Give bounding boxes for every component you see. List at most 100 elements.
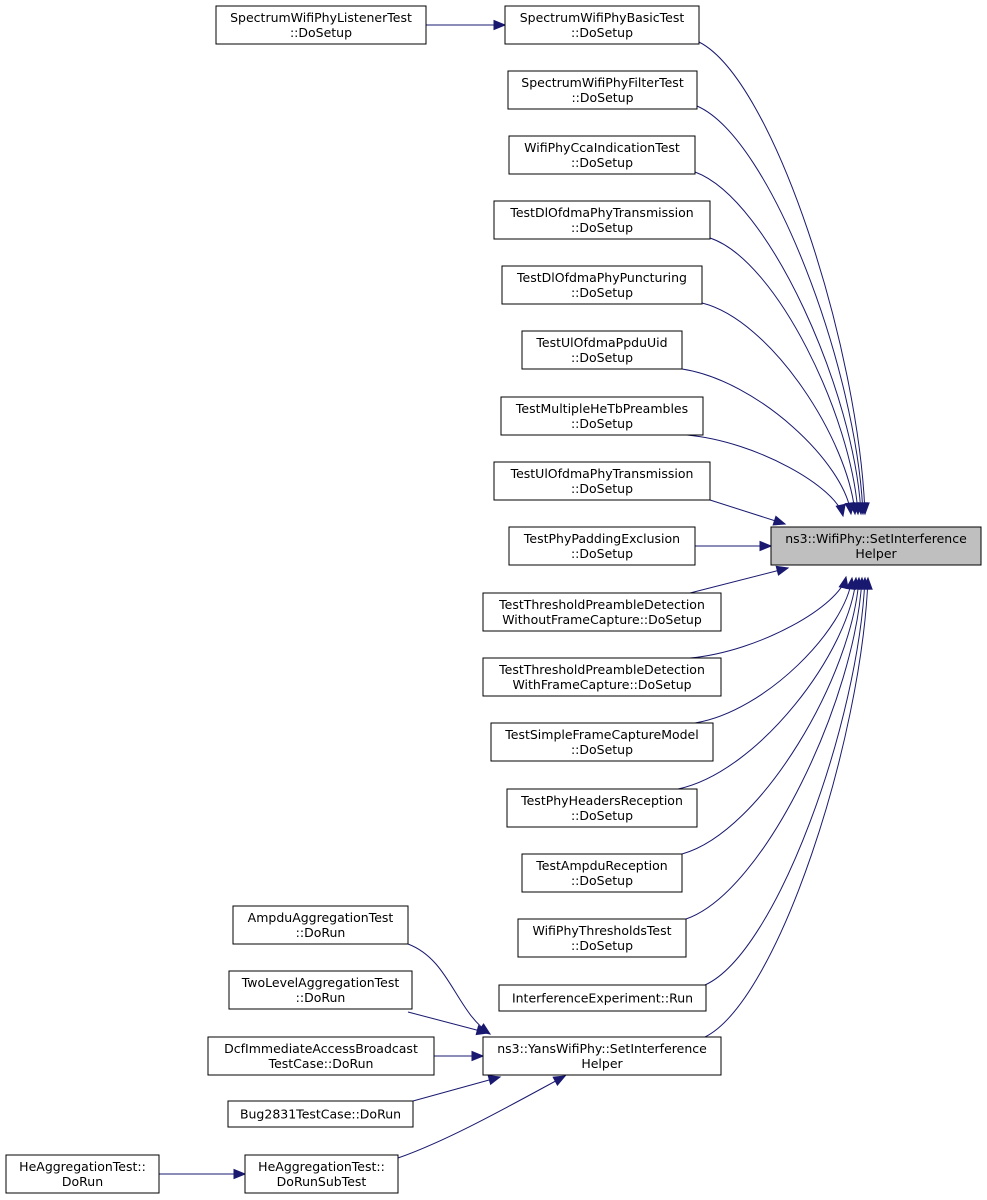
node-cca-label-line-1: ::DoSetup bbox=[571, 155, 633, 170]
edge-hesub-to-yans-line bbox=[397, 1075, 566, 1159]
node-heagg-box bbox=[5, 1154, 160, 1194]
node-dlpunc-label-line-0: TestDlOfdmaPhyPuncturing bbox=[516, 270, 687, 285]
node-threshw-label-line-0: TestThresholdPreambleDetection bbox=[498, 662, 705, 677]
node-basic-label-line-0: SpectrumWifiPhyBasicTest bbox=[520, 10, 685, 25]
node-listener[interactable]: SpectrumWifiPhyListenerTest::DoSetup bbox=[215, 5, 427, 45]
node-twolevel-label-line-0: TwoLevelAggregationTest bbox=[241, 975, 400, 990]
node-ulppdu-box bbox=[521, 330, 683, 370]
node-twolevel[interactable]: TwoLevelAggregationTest::DoRun bbox=[228, 970, 413, 1010]
node-hesub-label-line-0: HeAggregationTest:: bbox=[258, 1159, 385, 1174]
node-yans-label-line-0: ns3::YansWifiPhy::SetInterference bbox=[497, 1041, 707, 1056]
edge-heagg-to-hesub-arrowhead bbox=[233, 1168, 247, 1180]
node-yans-label-line-1: Helper bbox=[581, 1056, 623, 1071]
node-simplecap-box bbox=[490, 722, 714, 762]
node-filter-label-line-1: ::DoSetup bbox=[571, 90, 633, 105]
node-ampdu-box bbox=[521, 853, 683, 893]
node-hesub[interactable]: HeAggregationTest::DoRunSubTest bbox=[244, 1154, 399, 1194]
node-dltx-label-line-0: TestDlOfdmaPhyTransmission bbox=[509, 205, 693, 220]
node-dcf[interactable]: DcfImmediateAccessBroadcastTestCase::DoR… bbox=[207, 1036, 435, 1076]
edge-twolevel-to-yans-arrowhead bbox=[475, 1025, 490, 1036]
node-ultx-label-line-0: TestUlOfdmaPhyTransmission bbox=[510, 466, 694, 481]
edge-threshwo-to-target bbox=[689, 565, 790, 594]
node-basic-box bbox=[504, 5, 700, 45]
node-simplecap-label-line-1: ::DoSetup bbox=[571, 742, 633, 757]
node-yans-box bbox=[482, 1036, 722, 1076]
node-multihe-label-line-0: TestMultipleHeTbPreambles bbox=[515, 401, 688, 416]
edge-interf-to-target bbox=[704, 576, 870, 986]
node-ulppdu[interactable]: TestUlOfdmaPpduUid::DoSetup bbox=[521, 330, 683, 370]
node-ampdu[interactable]: TestAmpduReception::DoSetup bbox=[521, 853, 683, 893]
node-heagg-label-line-0: HeAggregationTest:: bbox=[19, 1159, 146, 1174]
node-multihe[interactable]: TestMultipleHeTbPreambles::DoSetup bbox=[500, 396, 704, 436]
edge-listener-to-basic bbox=[426, 19, 507, 31]
node-padding-box bbox=[508, 526, 696, 566]
edge-ulppdu-to-target-line bbox=[681, 368, 852, 515]
node-twolevel-label-line-1: ::DoRun bbox=[296, 990, 346, 1005]
edge-dltx-to-target bbox=[709, 237, 863, 516]
node-bug[interactable]: Bug2831TestCase::DoRun bbox=[227, 1100, 414, 1128]
edge-dcf-to-yans bbox=[434, 1050, 485, 1062]
edge-cca-to-target-line bbox=[694, 171, 862, 515]
node-heagg-label-line-1: DoRun bbox=[62, 1174, 103, 1189]
node-threshw-label-line-1: WithFrameCapture::DoSetup bbox=[512, 677, 691, 692]
node-ampduagg[interactable]: AmpduAggregationTest::DoRun bbox=[232, 905, 409, 945]
node-multihe-box bbox=[500, 396, 704, 436]
node-dltx-label-line-1: ::DoSetup bbox=[571, 220, 633, 235]
node-hesub-label-line-1: DoRunSubTest bbox=[277, 1174, 367, 1189]
edge-ulppdu-to-target-arrowhead bbox=[844, 501, 855, 516]
node-headers[interactable]: TestPhyHeadersReception::DoSetup bbox=[506, 788, 698, 828]
node-basic[interactable]: SpectrumWifiPhyBasicTest::DoSetup bbox=[504, 5, 700, 45]
node-thresholds[interactable]: WifiPhyThresholdsTest::DoSetup bbox=[517, 918, 687, 958]
node-multihe-label-line-1: ::DoSetup bbox=[571, 416, 633, 431]
node-headers-label-line-1: ::DoSetup bbox=[571, 808, 633, 823]
edge-heagg-to-hesub bbox=[159, 1168, 247, 1180]
edge-hesub-to-yans-arrowhead bbox=[552, 1075, 567, 1087]
node-cca-label-line-0: WifiPhyCcaIndicationTest bbox=[524, 140, 680, 155]
node-target-label-line-1: Helper bbox=[855, 546, 897, 561]
node-threshwo[interactable]: TestThresholdPreambleDetectionWithoutFra… bbox=[482, 592, 722, 632]
node-dlpunc-box bbox=[501, 265, 703, 305]
node-dltx[interactable]: TestDlOfdmaPhyTransmission::DoSetup bbox=[493, 200, 711, 240]
node-padding-label-line-1: ::DoSetup bbox=[571, 546, 633, 561]
edge-yans-to-target-arrowhead bbox=[862, 576, 873, 590]
edge-listener-to-basic-arrowhead bbox=[493, 19, 507, 31]
edge-dlpunc-to-target bbox=[701, 302, 860, 516]
node-ampduagg-label-line-1: ::DoRun bbox=[296, 925, 346, 940]
node-threshwo-label-line-1: WithoutFrameCapture::DoSetup bbox=[502, 612, 702, 627]
node-simplecap[interactable]: TestSimpleFrameCaptureModel::DoSetup bbox=[490, 722, 714, 762]
node-ampduagg-box bbox=[232, 905, 409, 945]
edge-interf-to-target-line bbox=[704, 577, 866, 986]
node-dltx-box bbox=[493, 200, 711, 240]
node-cca-box bbox=[508, 135, 696, 175]
node-ultx-box bbox=[493, 461, 711, 501]
edge-dlpunc-to-target-line bbox=[701, 302, 856, 515]
node-ampdu-label-line-0: TestAmpduReception bbox=[535, 858, 667, 873]
node-threshw-box bbox=[482, 657, 722, 697]
edge-ultx-to-target bbox=[709, 499, 787, 526]
edge-padding-to-target bbox=[695, 540, 773, 552]
node-dlpunc[interactable]: TestDlOfdmaPhyPuncturing::DoSetup bbox=[501, 265, 703, 305]
node-filter-label-line-0: SpectrumWifiPhyFilterTest bbox=[521, 75, 684, 90]
node-thresholds-label-line-0: WifiPhyThresholdsTest bbox=[532, 923, 671, 938]
node-dcf-label-line-0: DcfImmediateAccessBroadcast bbox=[224, 1041, 418, 1056]
edge-threshwo-to-target-line bbox=[689, 567, 789, 594]
node-heagg[interactable]: HeAggregationTest::DoRun bbox=[5, 1154, 160, 1194]
edge-bug-to-yans-arrowhead bbox=[487, 1075, 502, 1086]
edge-hesub-to-yans bbox=[397, 1075, 567, 1159]
edge-yans-to-target-line bbox=[704, 577, 869, 1038]
node-padding[interactable]: TestPhyPaddingExclusion::DoSetup bbox=[508, 526, 696, 566]
nodes-layer: SpectrumWifiPhyListenerTest::DoSetupSpec… bbox=[5, 5, 982, 1194]
node-cca[interactable]: WifiPhyCcaIndicationTest::DoSetup bbox=[508, 135, 696, 175]
node-ultx[interactable]: TestUlOfdmaPhyTransmission::DoSetup bbox=[493, 461, 711, 501]
node-headers-label-line-0: TestPhyHeadersReception bbox=[520, 793, 683, 808]
node-hesub-box bbox=[244, 1154, 399, 1194]
edge-twolevel-to-yans-line bbox=[407, 1011, 489, 1034]
node-interf[interactable]: InterferenceExperiment::Run bbox=[498, 984, 707, 1012]
node-threshwo-box bbox=[482, 592, 722, 632]
node-threshw[interactable]: TestThresholdPreambleDetectionWithFrameC… bbox=[482, 657, 722, 697]
node-filter[interactable]: SpectrumWifiPhyFilterTest::DoSetup bbox=[507, 70, 698, 110]
edge-filter-to-target bbox=[696, 105, 868, 516]
